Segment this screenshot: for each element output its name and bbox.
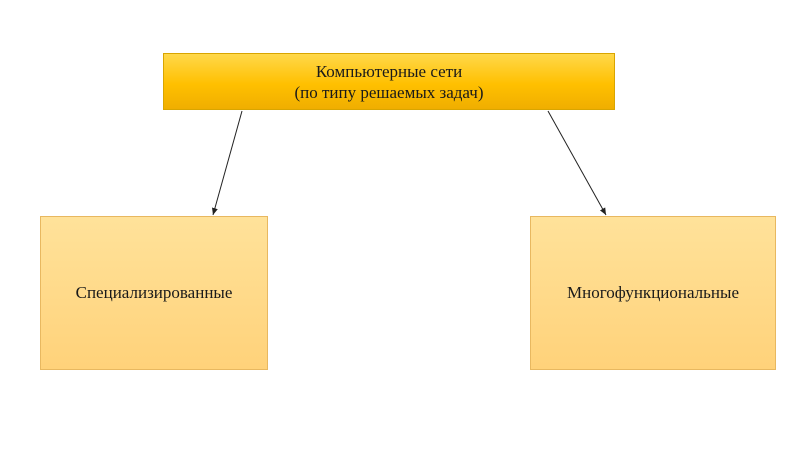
child-node-multifunctional-label: Многофункциональные bbox=[566, 283, 739, 302]
root-node-computer-networks: Компьютерные сети (по типу решаемых зада… bbox=[163, 53, 615, 110]
root-node-title: Компьютерные сети bbox=[315, 61, 463, 81]
child-node-specialized-label: Специализированные bbox=[75, 283, 233, 302]
arrow-to-specialized bbox=[211, 110, 243, 216]
child-node-multifunctional: Многофункциональные bbox=[530, 216, 776, 370]
arrow-to-multifunctional bbox=[547, 110, 607, 216]
root-node-subtitle: (по типу решаемых задач) bbox=[294, 82, 484, 102]
child-node-specialized: Специализированные bbox=[40, 216, 268, 370]
